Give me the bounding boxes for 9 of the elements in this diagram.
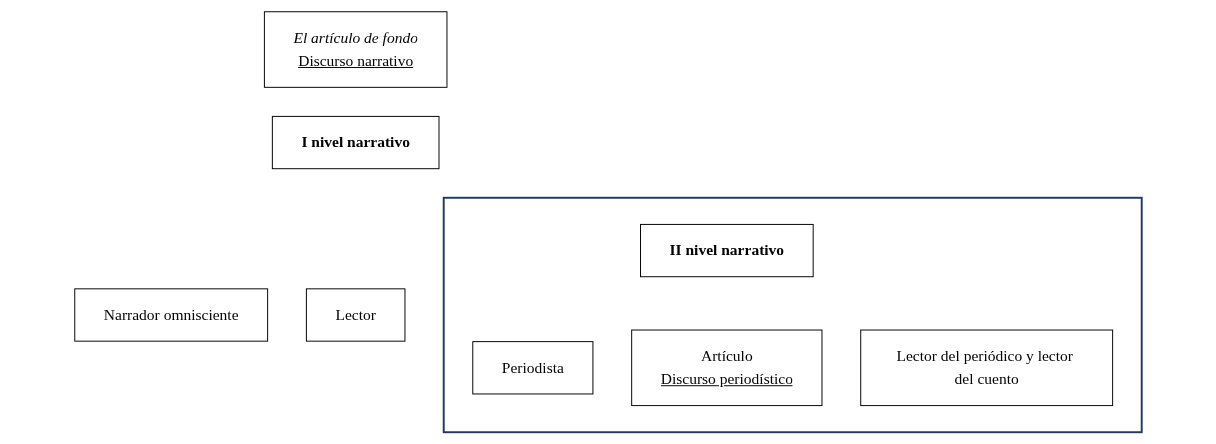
node-box: El artículo de fondo Discurso narrativo: [263, 11, 448, 88]
node-box: Narrador omnisciente: [74, 288, 268, 342]
node-box: Periodista: [472, 341, 594, 395]
node-box: II nivel narrativo: [639, 223, 814, 278]
node-box: Artículo Discurso periodístico: [630, 329, 823, 407]
node-box: I nivel narrativo: [271, 115, 440, 170]
cluster: [442, 196, 1143, 434]
node-box: Lector: [305, 288, 406, 342]
node-box: Lector del periódico y lector del cuento: [860, 329, 1113, 407]
